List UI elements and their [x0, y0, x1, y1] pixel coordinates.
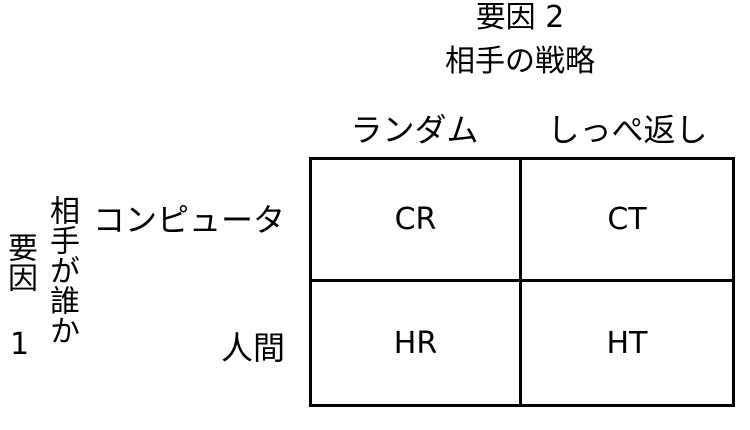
- row-label-computer: コンピュータ: [92, 201, 285, 239]
- cell-cr: CR: [312, 160, 522, 282]
- row-label-human: 人間: [220, 329, 285, 367]
- column-label-random: ランダム: [350, 111, 479, 149]
- factor2-name: 相手の戦略: [445, 44, 595, 79]
- cell-ct: CT: [522, 160, 732, 282]
- design-matrix: CR CT HR HT: [309, 157, 735, 407]
- factor2-title: 要因 2: [475, 0, 565, 35]
- cell-hr: HR: [312, 282, 522, 404]
- factor1-name: 相手が誰か: [44, 195, 79, 345]
- cell-ht: HT: [606, 325, 648, 361]
- column-label-tit-for-tat: しっぺ返し: [547, 111, 708, 149]
- factor1-title: 要因 1: [2, 232, 37, 362]
